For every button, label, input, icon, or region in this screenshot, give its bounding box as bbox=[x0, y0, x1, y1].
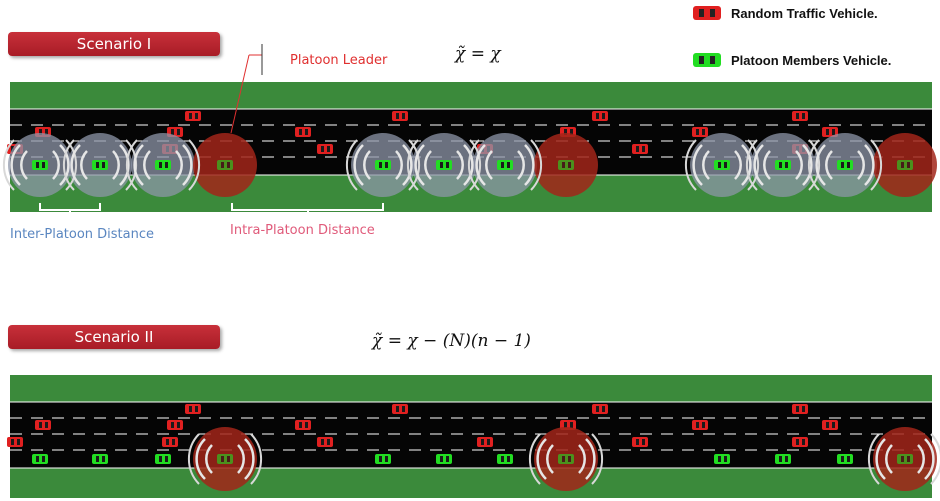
scenario-1-formula: χ̃ = χ bbox=[455, 44, 501, 64]
platoon-vehicle-icon bbox=[693, 53, 721, 67]
intra-platoon-label: Intra-Platoon Distance bbox=[230, 223, 375, 238]
scenario-2-platoon-members bbox=[32, 454, 853, 464]
platoon-leader-pointer bbox=[230, 44, 263, 134]
scenario-1-platoon-1 bbox=[2, 133, 257, 197]
intra-platoon-brace bbox=[231, 203, 384, 216]
scenario-2-formula: χ̃ = χ − (N)(n − 1) bbox=[372, 331, 531, 351]
platoon-leader-label: Platoon Leader bbox=[290, 53, 388, 68]
scenario-1-platoon-2 bbox=[345, 133, 598, 197]
scenario-2-button[interactable]: Scenario II bbox=[8, 325, 220, 349]
scenario-2-platoon-leaders bbox=[187, 427, 940, 491]
inter-platoon-brace bbox=[39, 203, 101, 216]
legend-random: Random Traffic Vehicle. bbox=[693, 5, 878, 21]
random-vehicle-icon bbox=[693, 6, 721, 20]
scenario-2-road bbox=[10, 375, 932, 498]
legend-platoon: Platoon Members Vehicle. bbox=[693, 52, 891, 68]
legend-platoon-label: Platoon Members Vehicle. bbox=[731, 52, 892, 68]
scenario-1-button[interactable]: Scenario I bbox=[8, 32, 220, 56]
legend-random-label: Random Traffic Vehicle. bbox=[731, 5, 878, 21]
scenario-1-platoon-3 bbox=[684, 133, 937, 197]
inter-platoon-label: Inter-Platoon Distance bbox=[10, 227, 155, 242]
